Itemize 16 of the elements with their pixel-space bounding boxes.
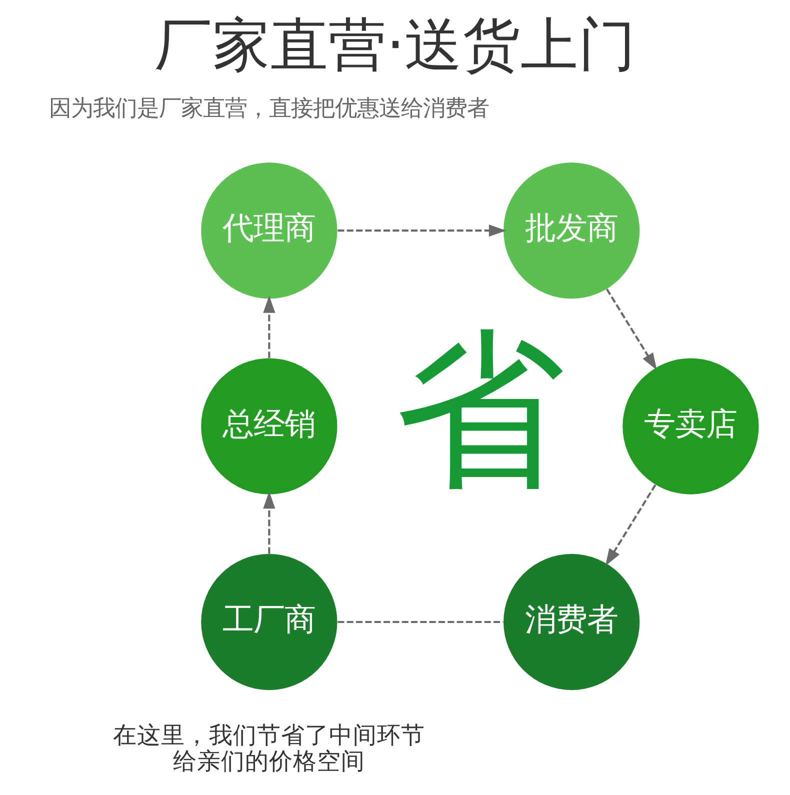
connector [337,620,503,624]
label: 省 [394,312,564,510]
arrow [604,484,656,566]
node-circle: 批发商 [503,162,640,299]
arrow [605,288,656,370]
node-circle: 消费者 [503,554,640,690]
diagram-title: 厂家直营·送货上门 [154,12,636,79]
arrow [262,491,275,554]
node-circle: 总经销 [200,358,337,494]
node-circle: 代理商 [200,162,337,299]
node-circle: 专卖店 [622,358,758,494]
label: 因为我们是厂家直营，直接把优惠送给消费者 [48,96,489,122]
node-circle: 工厂商 [200,554,337,690]
label: 在这里，我们节省了中间环节给亲们的价格空间 [112,720,425,776]
arrow [262,296,275,358]
arrow [337,224,506,237]
